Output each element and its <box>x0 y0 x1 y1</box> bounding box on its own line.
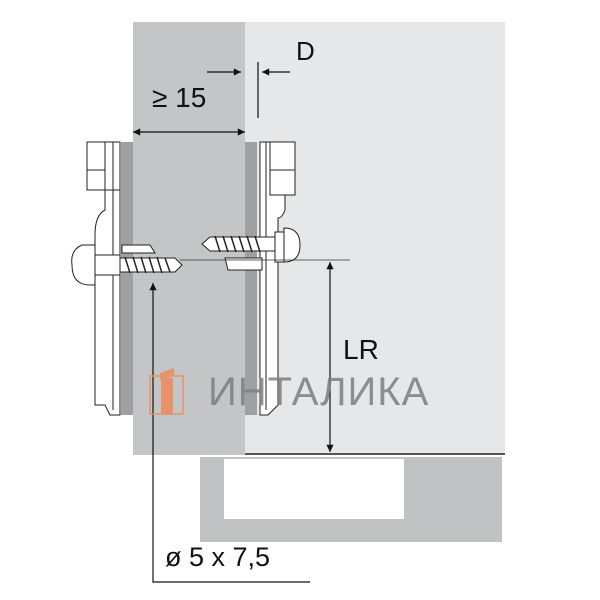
dimension-d-label: D <box>296 36 315 66</box>
right-screw <box>201 235 276 271</box>
right-mounting-plate <box>259 141 301 416</box>
panel-bottom-edge <box>245 453 505 455</box>
right-plate-edge <box>245 142 257 415</box>
dimension-d <box>207 62 290 118</box>
screw-spec-label: ø 5 x 7,5 <box>165 542 271 572</box>
i-logo-icon <box>149 368 184 415</box>
left-screw <box>119 244 183 274</box>
left-mounting-plate <box>71 141 121 416</box>
bottom-panel-cutout <box>224 459 404 519</box>
lr-label: LR <box>343 334 379 365</box>
screw-spec-leader <box>149 283 310 583</box>
left-plate-edge <box>121 142 133 415</box>
min-distance-label: ≥ 15 <box>152 82 207 113</box>
watermark-text: ИНТАЛИКА <box>208 370 430 414</box>
